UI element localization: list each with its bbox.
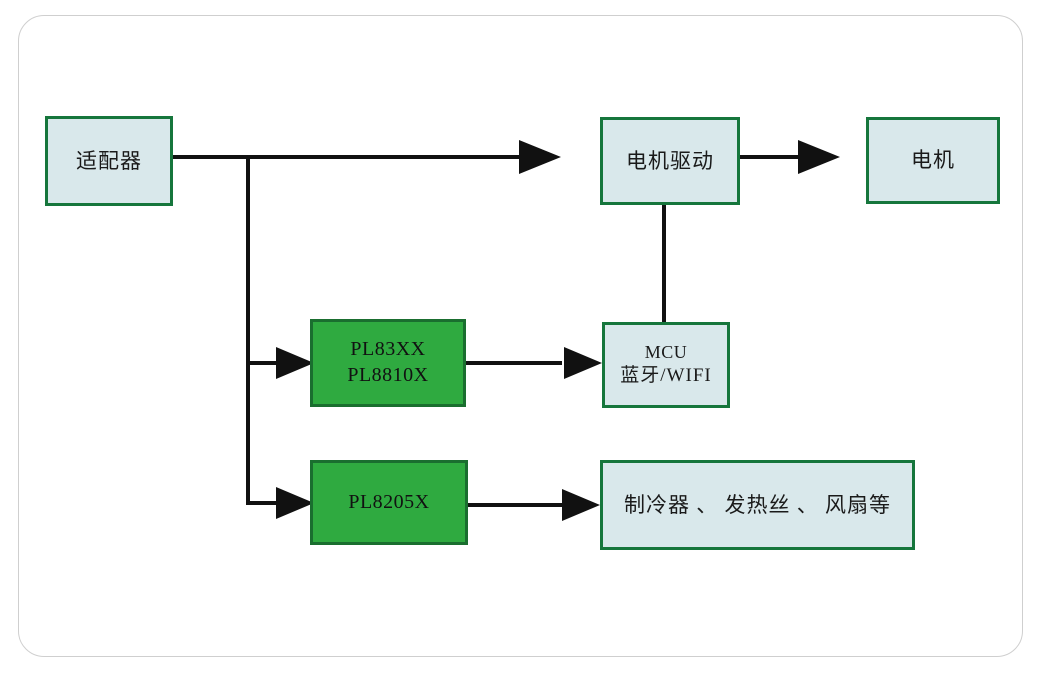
diagram-outer-frame xyxy=(18,15,1023,657)
block-pl83xx-label-line2: PL8810X xyxy=(347,364,429,386)
block-motor[interactable]: 电机 xyxy=(866,117,1000,204)
wire-bus-to-pl8205x xyxy=(246,501,292,505)
block-adapter[interactable]: 适配器 xyxy=(45,116,173,206)
arrowhead-into-mcu xyxy=(564,347,602,379)
wire-adapter-to-motor-driver xyxy=(173,155,525,159)
wire-pl8205x-to-loads xyxy=(468,503,564,507)
block-mcu-label-line2: 蓝牙/WIFI xyxy=(620,365,712,387)
block-mcu[interactable]: MCU 蓝牙/WIFI xyxy=(602,322,730,408)
arrowhead-into-pl8205x xyxy=(276,487,314,519)
arrowhead-into-motor xyxy=(798,140,840,174)
arrowhead-into-pl83xx xyxy=(276,347,314,379)
block-motor-driver[interactable]: 电机驱动 xyxy=(600,117,740,205)
block-pl8205x-label: PL8205X xyxy=(348,490,430,513)
block-motor-driver-label: 电机驱动 xyxy=(626,148,714,173)
block-motor-label: 电机 xyxy=(911,148,955,173)
block-loads[interactable]: 制冷器 、 发热丝 、 风扇等 xyxy=(600,460,915,550)
block-loads-label: 制冷器 、 发热丝 、 风扇等 xyxy=(624,492,891,517)
arrowhead-into-motor-driver xyxy=(519,140,561,174)
block-pl8205x[interactable]: PL8205X xyxy=(310,460,468,545)
wire-motor-driver-to-motor xyxy=(740,155,806,159)
wire-bus-to-pl83xx xyxy=(246,361,292,365)
block-pl83xx[interactable]: PL83XX PL8810X xyxy=(310,319,466,407)
wire-motor-driver-to-mcu xyxy=(662,205,666,325)
wire-power-bus-vertical xyxy=(246,155,250,505)
arrowhead-into-loads xyxy=(562,489,600,521)
block-mcu-label-line1: MCU xyxy=(644,342,688,363)
block-pl83xx-label-line1: PL83XX xyxy=(350,338,426,361)
wire-pl83xx-to-mcu xyxy=(466,361,562,365)
block-adapter-label: 适配器 xyxy=(76,148,142,173)
